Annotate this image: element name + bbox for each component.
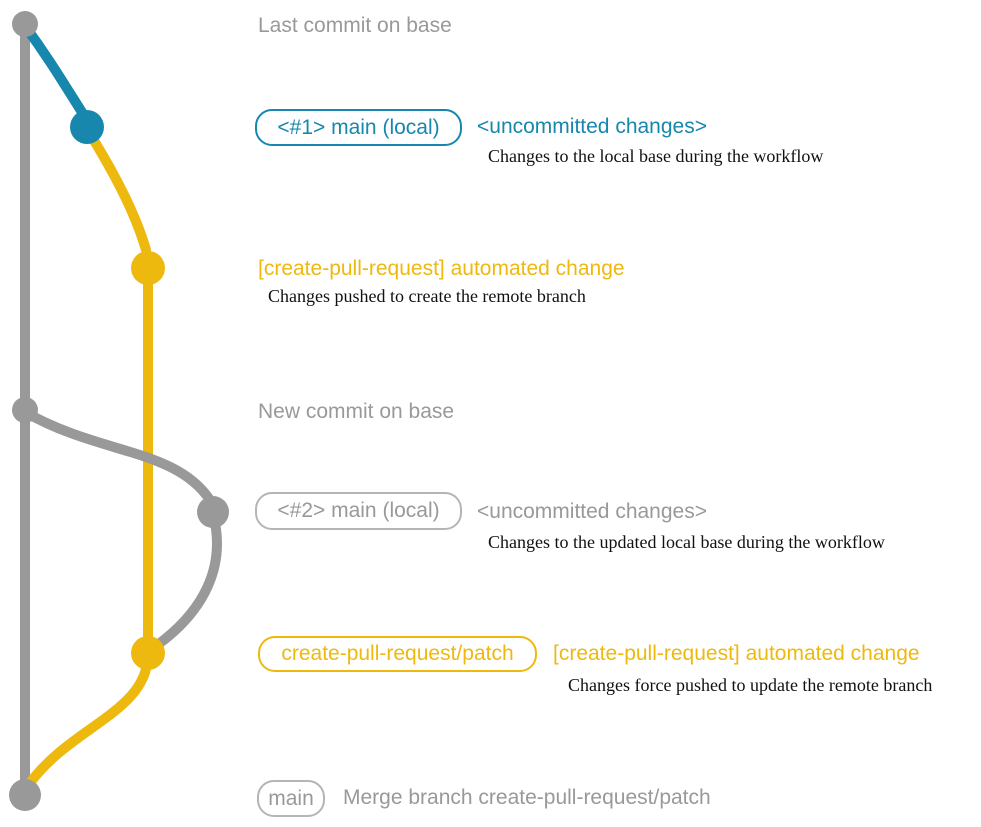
annotation-local-base-changes: Changes to the local base during the wor… xyxy=(488,146,824,166)
annotation-changes-pushed: Changes pushed to create the remote bran… xyxy=(268,286,586,306)
commit-node-last-base xyxy=(12,11,38,37)
commit-node-main-local-1 xyxy=(70,110,104,144)
merge-edge-patch-to-base xyxy=(25,650,153,788)
commit-node-automated-change-1 xyxy=(131,251,165,285)
rebase-edge-new-base-to-main xyxy=(20,407,215,505)
commit-node-automated-change-2 xyxy=(131,636,165,670)
create-pull-request-branch-out-edge xyxy=(82,124,151,255)
commit-node-new-base xyxy=(12,397,38,423)
branch-tag-main-local-2: <#2> main (local) xyxy=(255,492,462,530)
commit-message-merge-branch: Merge branch create-pull-request/patch xyxy=(343,786,711,809)
label-new-commit-on-base: New commit on base xyxy=(258,400,455,423)
annotation-changes-force-pushed: Changes force pushed to update the remot… xyxy=(568,675,933,695)
rebase-edge-main-to-patch xyxy=(151,509,222,651)
branch-tag-create-pull-request-patch: create-pull-request/patch xyxy=(258,636,537,672)
status-uncommitted-changes-1: <uncommitted changes> xyxy=(477,115,707,138)
commit-message-automated-change-1: [create-pull-request] automated change xyxy=(258,257,625,280)
commit-node-main-local-2 xyxy=(197,496,229,528)
annotation-updated-local-base-changes: Changes to the updated local base during… xyxy=(488,532,885,552)
local-main-branch-edge xyxy=(20,21,90,122)
label-last-commit-on-base: Last commit on base xyxy=(258,14,452,37)
commit-node-merge xyxy=(9,779,41,811)
branch-tag-main-local-1: <#1> main (local) xyxy=(255,109,462,146)
status-uncommitted-changes-2: <uncommitted changes> xyxy=(477,500,707,523)
branch-tag-main: main xyxy=(257,780,325,817)
commit-message-automated-change-2: [create-pull-request] automated change xyxy=(553,642,920,665)
